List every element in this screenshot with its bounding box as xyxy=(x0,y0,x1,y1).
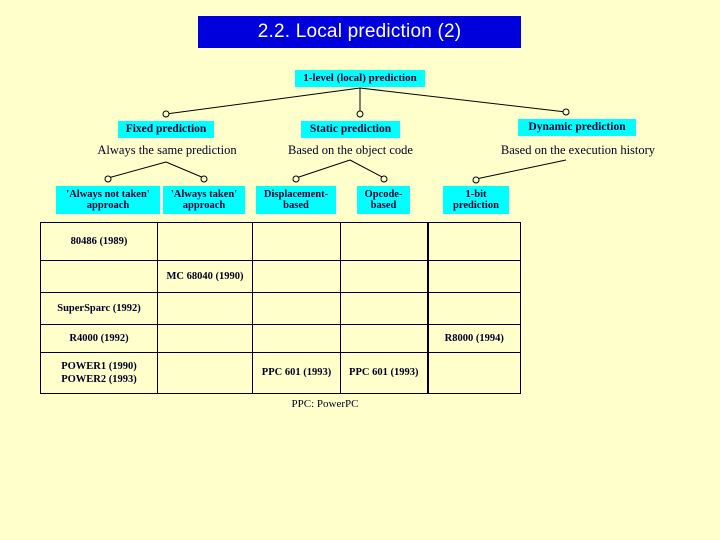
table-cell: 80486 (1989) xyxy=(40,222,158,261)
node-always-taken-approach[interactable]: 'Always taken' approach xyxy=(163,186,245,214)
table-cell: R8000 (1994) xyxy=(426,324,521,353)
table-row: SuperSparc (1992) xyxy=(40,292,521,325)
table-cell: PPC 601 (1993) xyxy=(340,352,428,394)
table-cell xyxy=(426,292,521,325)
table-row: R4000 (1992) R8000 (1994) xyxy=(40,324,521,353)
node-static-prediction[interactable]: Static prediction xyxy=(301,121,400,138)
table-cell xyxy=(157,222,253,261)
page-title: 2.2. Local prediction (2) xyxy=(257,21,462,42)
table-row: POWER1 (1990) POWER2 (1993) PPC 601 (199… xyxy=(40,352,521,394)
table-row: 80486 (1989) xyxy=(40,222,521,261)
table-cell: POWER1 (1990) POWER2 (1993) xyxy=(40,352,158,394)
table-cell xyxy=(426,260,521,293)
table-cell xyxy=(157,292,253,325)
node-displacement-based[interactable]: Displacement- based xyxy=(256,186,336,214)
table-cell xyxy=(252,222,341,261)
table-cell: SuperSparc (1992) xyxy=(40,292,158,325)
table-cell xyxy=(340,222,428,261)
table-cell xyxy=(426,352,521,394)
caption-static-prediction: Based on the object code xyxy=(288,143,413,157)
table-cell xyxy=(157,324,253,353)
table-cell xyxy=(157,352,253,394)
footnote-abbreviation: PPC: PowerPC xyxy=(291,398,359,410)
node-always-not-taken-approach[interactable]: 'Always not taken' approach xyxy=(56,186,160,214)
table-cell: R4000 (1992) xyxy=(40,324,158,353)
caption-fixed-prediction: Always the same prediction xyxy=(97,143,237,157)
node-1-bit-prediction[interactable]: 1-bit prediction xyxy=(443,186,509,214)
table-cell xyxy=(340,324,428,353)
node-fixed-prediction[interactable]: Fixed prediction xyxy=(118,121,214,138)
table-cell xyxy=(252,292,341,325)
table-cell: MC 68040 (1990) xyxy=(157,260,253,293)
processor-examples-table: 80486 (1989) MC 68040 (1990) SuperSparc … xyxy=(40,222,521,394)
table-cell xyxy=(252,260,341,293)
table-cell xyxy=(252,324,341,353)
table-cell xyxy=(426,222,521,261)
node-dynamic-prediction[interactable]: Dynamic prediction xyxy=(518,119,636,136)
table-cell xyxy=(340,260,428,293)
table-row: MC 68040 (1990) xyxy=(40,260,521,293)
node-1-level-local-prediction[interactable]: 1-level (local) prediction xyxy=(295,70,425,87)
table-cell xyxy=(340,292,428,325)
caption-dynamic-prediction: Based on the execution history xyxy=(500,143,656,157)
table-cell: PPC 601 (1993) xyxy=(252,352,341,394)
node-opcode-based[interactable]: Opcode- based xyxy=(357,186,410,214)
table-cell xyxy=(40,260,158,293)
slide-title-bar: 2.2. Local prediction (2) xyxy=(198,16,521,48)
